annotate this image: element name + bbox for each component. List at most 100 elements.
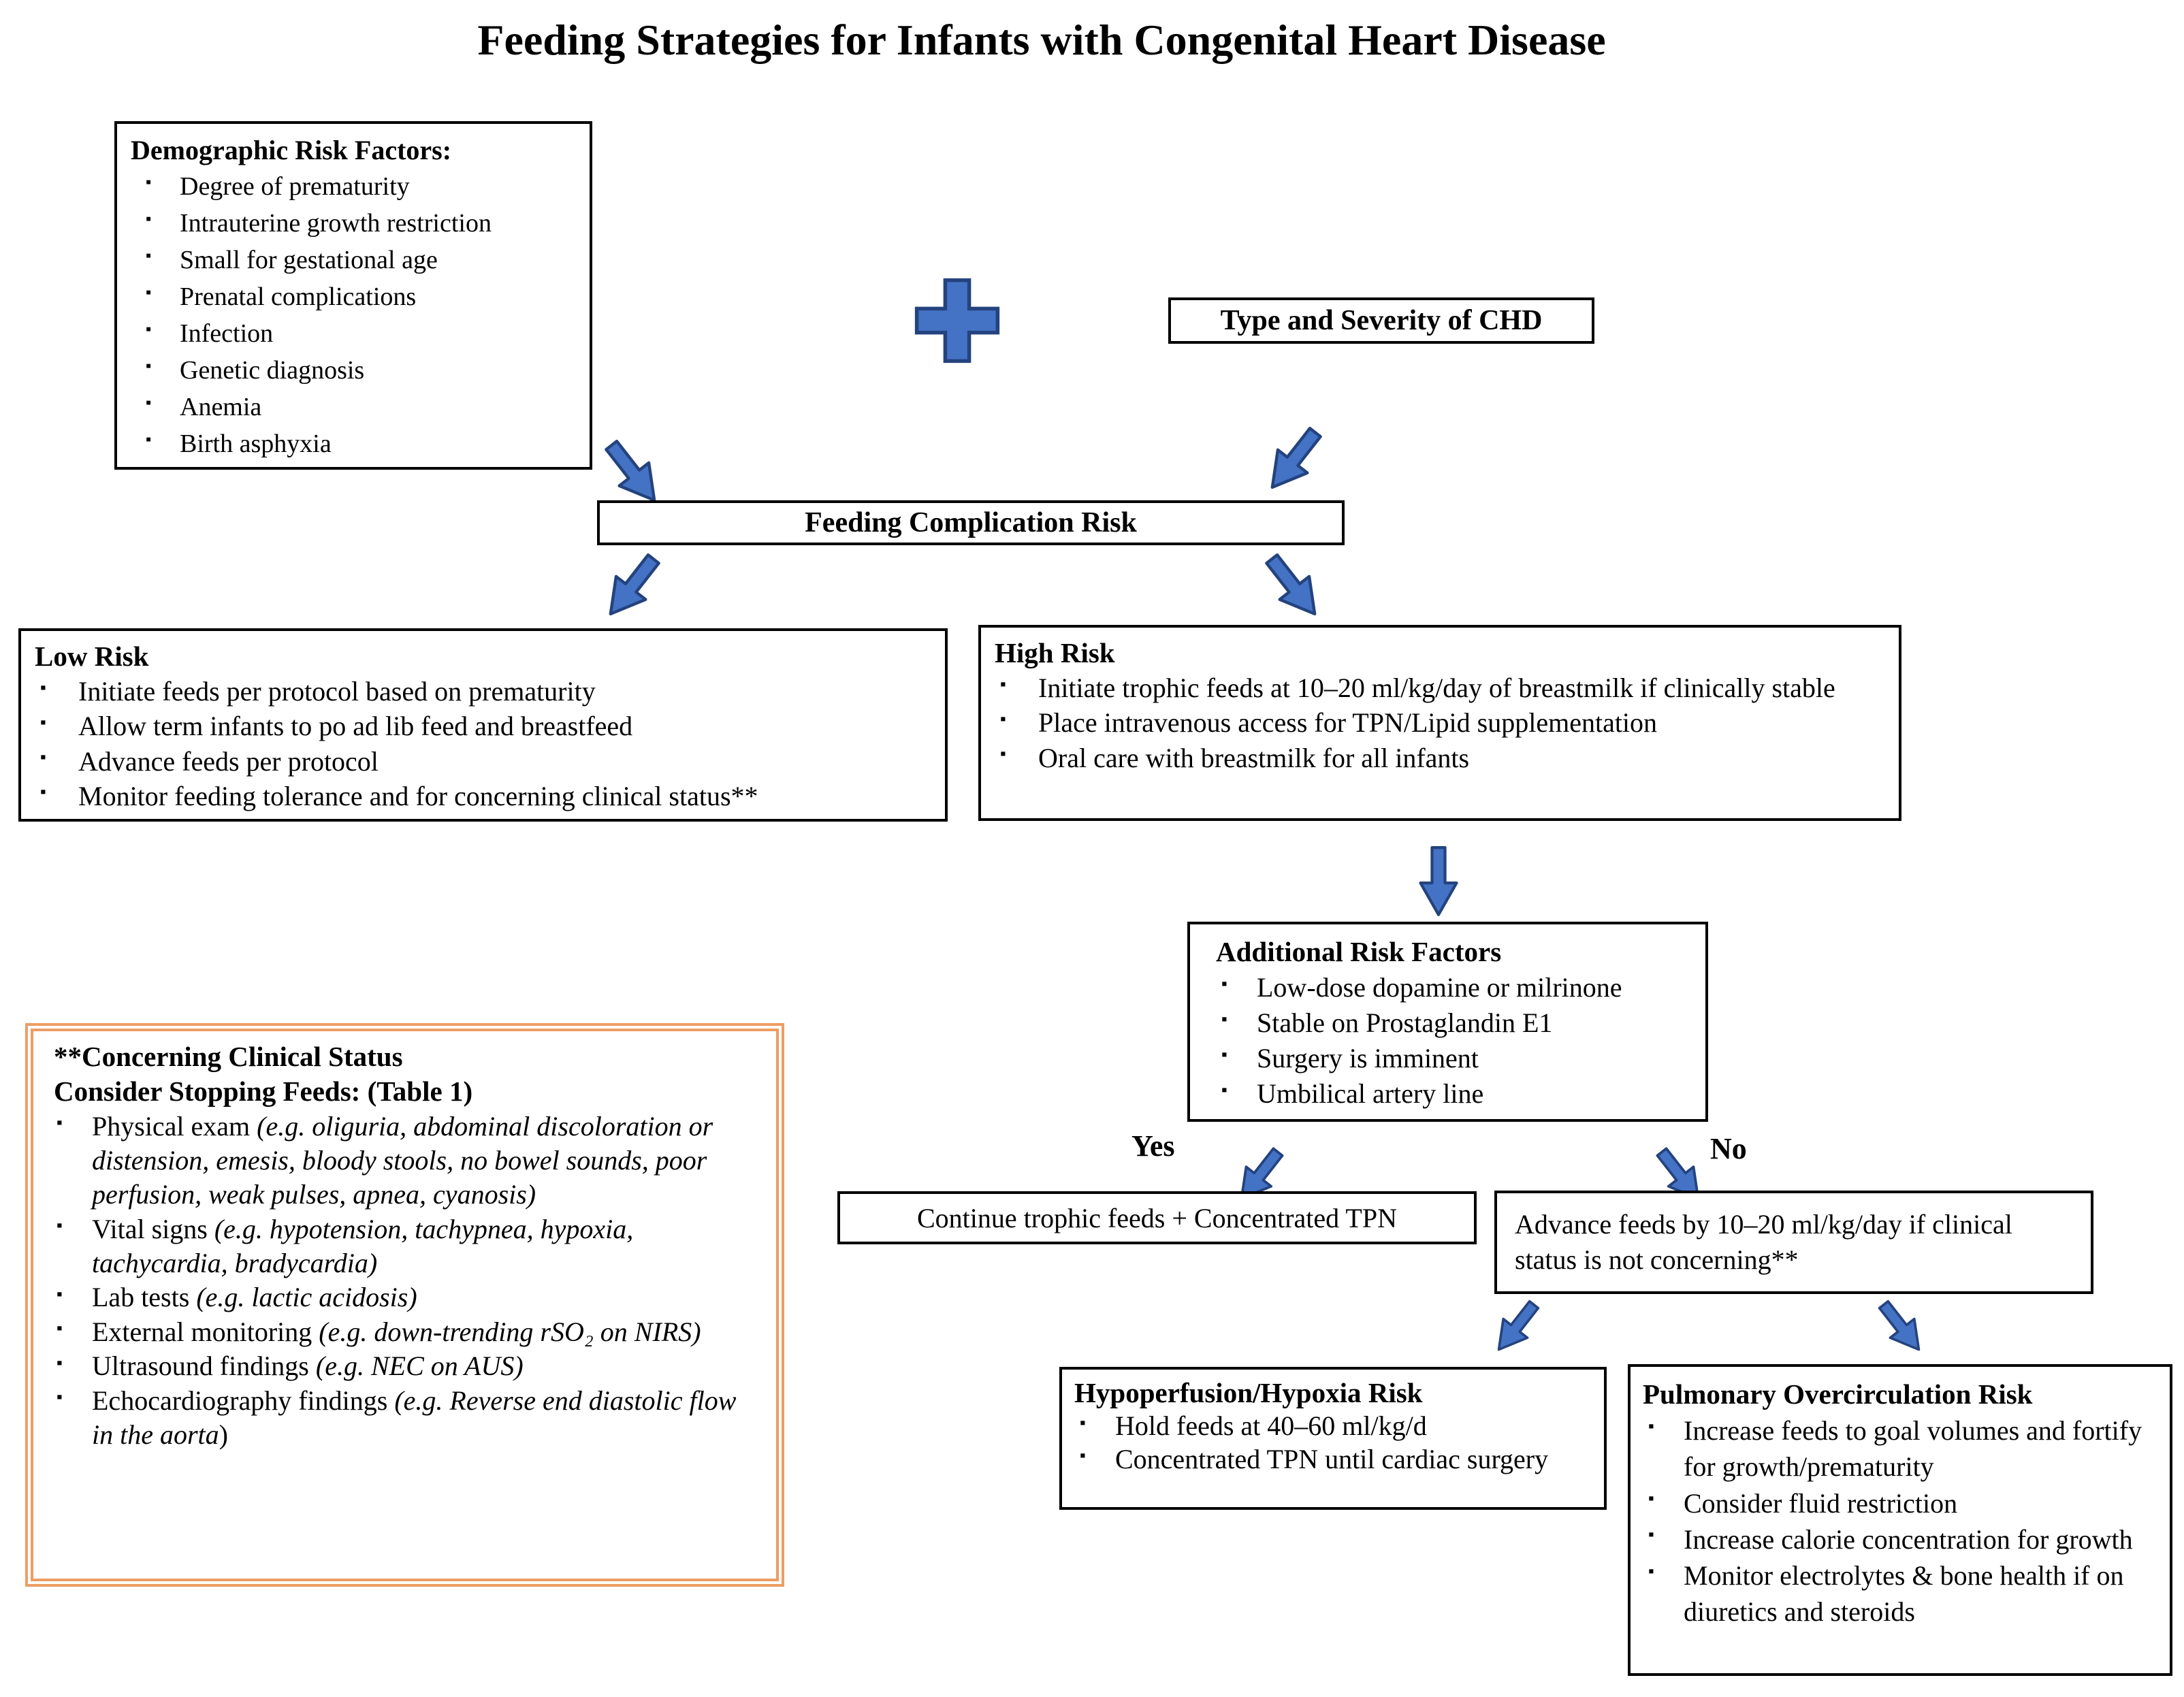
pulmonary-list: ▪ Increase feeds to goal volumes and fort… [1643, 1412, 2157, 1630]
bullet-icon: ▪ [1648, 1562, 1654, 1581]
low-risk-list: ▪ Initiate feeds per protocol based on pr… [35, 674, 931, 813]
bullet-icon: ▪ [57, 1284, 63, 1304]
bullet-icon: ▪ [1000, 675, 1006, 694]
list-item-text: Consider fluid restriction [1684, 1487, 1958, 1519]
bullet-icon: ▪ [1000, 709, 1006, 728]
list-item-text: Birth asphyxia [180, 429, 332, 458]
list-item: ▪Oral care with breastmilk for all infan… [995, 741, 1885, 775]
type-severity-chd-box: Type and Severity of CHD [1168, 297, 1594, 344]
list-item-text: Hold feeds at 40–60 ml/kg/d [1115, 1410, 1427, 1442]
advance-feeds-box: Advance feeds by 10–20 ml/kg/day if clin… [1494, 1191, 2093, 1294]
list-item-example-text: (e.g. down-trending rSO₂ on NIRS) [319, 1316, 701, 1347]
bullet-icon: ▪ [57, 1388, 63, 1407]
list-item-example-text: (e.g. NEC on AUS) [315, 1351, 524, 1382]
high-risk-heading: High Risk [995, 637, 1115, 668]
bullet-icon: ▪ [1648, 1417, 1654, 1436]
concerning-heading-line1: **Concerning Clinical Status [54, 1041, 403, 1072]
bullet-icon: ▪ [1648, 1489, 1654, 1508]
bullet-icon: ▪ [40, 713, 46, 732]
bullet-icon: ▪ [1221, 1009, 1227, 1029]
list-item-example-text: (e.g. hypotension, tachypnea, hypoxia, t… [92, 1213, 634, 1279]
pulmonary-heading: Pulmonary Overcirculation Risk [1643, 1378, 2033, 1410]
arrow-down-right-icon [1265, 553, 1317, 616]
list-item-text: Degree of prematurity [180, 172, 410, 201]
demographic-risk-factors-box: Demographic Risk Factors: ▪Degree of pre… [114, 121, 592, 470]
list-item: ▪Initiate trophic feeds at 10–20 ml/kg/d… [995, 670, 1885, 705]
continue-trophic-feeds-box: Continue trophic feeds + Concentrated TP… [837, 1191, 1477, 1244]
yes-label: Yes [1131, 1129, 1175, 1163]
list-item: ▪Vital signs (e.g. hypotension, tachypne… [54, 1212, 748, 1281]
list-item: ▪Advance feeds per protocol [35, 744, 931, 779]
high-risk-box: High Risk ▪Initiate trophic feeds at 10–… [978, 625, 1901, 821]
list-item: ▪Infection [131, 316, 576, 353]
list-item-text: Vital signs [92, 1213, 214, 1244]
list-item-text: Monitor feeding tolerance and for concer… [78, 780, 758, 811]
arrow-down-icon [1419, 846, 1458, 916]
bullet-icon: ▪ [146, 210, 152, 229]
list-item: ▪ Initiate feeds per protocol based on pr… [35, 674, 931, 709]
list-item-text: Genetic diagnosis [180, 355, 365, 385]
list-item-text: Umbilical artery line [1257, 1078, 1484, 1110]
list-item: ▪ Genetic diagnosis [131, 353, 576, 389]
concerning-heading-line2: Consider Stopping Feeds: (Table 1) [54, 1076, 473, 1108]
list-item-text: External monitoring [92, 1316, 319, 1347]
bullet-icon: ▪ [146, 430, 152, 449]
list-item-text: Concentrated TPN until cardiac surgery [1115, 1443, 1549, 1474]
list-item: ▪Umbilical artery line [1216, 1076, 1692, 1112]
bullet-icon: ▪ [146, 357, 152, 375]
list-item-text: Surgery is imminent [1257, 1043, 1479, 1074]
type-severity-chd-label: Type and Severity of CHD [1220, 305, 1543, 336]
bullet-icon: ▪ [57, 1113, 63, 1132]
list-item: ▪Lab tests (e.g. lactic acidosis) [54, 1280, 748, 1314]
demographic-list: ▪Degree of prematurity ▪Intrauterine gro… [131, 169, 576, 463]
no-label: No [1710, 1132, 1747, 1165]
pulmonary-overcirculation-risk-box: Pulmonary Overcirculation Risk ▪ Increase… [1628, 1364, 2172, 1676]
list-item: ▪ Consider fluid restriction [1643, 1485, 2157, 1521]
list-item-text: Allow term infants to po ad lib feed and… [78, 711, 633, 742]
bullet-icon: ▪ [1648, 1525, 1654, 1545]
bullet-icon: ▪ [40, 678, 46, 697]
concerning-list: ▪Physical exam (e.g. oliguria, abdominal… [54, 1110, 748, 1453]
list-item: ▪Low-dose dopamine or milrinone [1216, 970, 1692, 1005]
hypoperfusion-list: ▪ Hold feeds at 40–60 ml/kg/d ▪ Concentrat… [1074, 1410, 1592, 1476]
bullet-icon: ▪ [146, 393, 152, 412]
list-item: ▪ Anemia [131, 389, 576, 426]
list-item-text: Ultrasound findings [92, 1351, 316, 1382]
list-item-text: Small for gestational age [180, 245, 438, 274]
page-title: Feeding Strategies for Infants with Cong… [477, 16, 1606, 64]
bullet-icon: ▪ [1080, 1447, 1086, 1466]
bullet-icon: ▪ [1221, 1045, 1227, 1064]
list-item: ▪Monitor feeding tolerance and for conce… [35, 779, 931, 813]
list-item-text: Anemia [180, 392, 262, 421]
list-item: ▪ External monitoring (e.g. down-trending… [54, 1315, 748, 1349]
list-item-text: Initiate feeds per protocol based on pre… [78, 676, 596, 707]
list-item-text: Oral care with breastmilk for all infant… [1038, 742, 1470, 773]
low-risk-box: Low Risk ▪Initiate feeds per protocol ba… [18, 628, 948, 822]
list-item-text: Place intravenous access for TPN/Lipid s… [1038, 707, 1658, 739]
list-item: ▪ Surgery is imminent [1216, 1041, 1692, 1076]
feeding-complication-risk-label: Feeding Complication Risk [805, 507, 1137, 538]
hypoperfusion-heading: Hypoperfusion/Hypoxia Risk [1074, 1377, 1423, 1408]
list-item: ▪Intrauterine growth restriction [131, 206, 576, 242]
list-item-text: Increase feeds to goal volumes and forti… [1684, 1415, 2142, 1483]
bullet-icon: ▪ [146, 284, 152, 302]
list-item-text: Advance feeds per protocol [78, 745, 379, 777]
arrow-down-right-icon [1656, 1147, 1700, 1200]
bullet-icon: ▪ [1080, 1413, 1086, 1432]
list-item-text: Prenatal complications [180, 282, 417, 311]
additional-risk-heading: Additional Risk Factors [1216, 936, 1502, 967]
hypoperfusion-hypoxia-risk-box: Hypoperfusion/Hypoxia Risk ▪ Hold feeds a… [1059, 1367, 1607, 1510]
list-item-text: Monitor electrolytes & bone health if on… [1684, 1560, 2124, 1628]
bullet-icon: ▪ [57, 1319, 63, 1338]
list-item: ▪Degree of prematurity [131, 169, 576, 206]
list-item-text: Echocardiography findings [92, 1385, 395, 1416]
list-item-example-text: (e.g. Reverse end diastolic flow in the … [92, 1385, 737, 1451]
list-item-example-text: (e.g. lactic acidosis) [196, 1282, 417, 1313]
list-item-text: Stable on Prostaglandin E1 [1257, 1007, 1553, 1039]
concerning-clinical-status-box: **Concerning Clinical Status Consider St… [25, 1023, 784, 1587]
bullet-icon: ▪ [57, 1353, 63, 1372]
arrow-down-right-icon [605, 439, 656, 502]
list-item: ▪ Stable on Prostaglandin E1 [1216, 1005, 1692, 1041]
list-item: ▪ Monitor electrolytes & bone health if o… [1643, 1557, 2157, 1630]
list-item: ▪ Birth asphyxia [131, 426, 576, 463]
